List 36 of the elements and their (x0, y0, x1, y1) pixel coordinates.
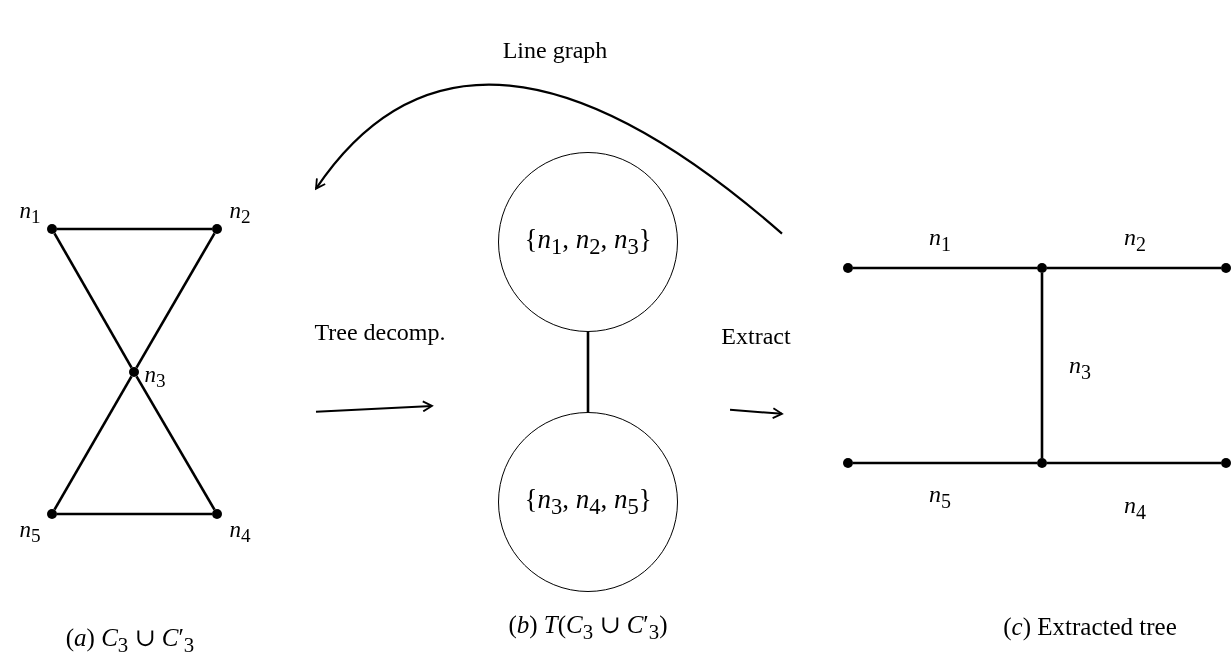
arrow (315, 84, 783, 235)
arrow (315, 400, 433, 413)
graph-edge (853, 461, 1037, 465)
vertex-dot (212, 509, 222, 519)
figure-caption: (b) T(C$_{3}$ ∪ C′$_{3}$) (508, 609, 668, 645)
graph-edge (1040, 273, 1044, 458)
vertex-label: n$_{4}$ (229, 516, 251, 548)
graph-edge (1047, 461, 1221, 465)
vertex-label: n$_{5}$ (19, 516, 41, 548)
bag-label: {n$_{1}$, n$_{2}$, n$_{3}$} (524, 223, 652, 261)
vertex-dot (1037, 263, 1047, 273)
vertex-dot (1221, 263, 1231, 273)
vertex-dot (47, 509, 57, 519)
graph-edge (57, 227, 212, 231)
vertex-dot (212, 224, 222, 234)
vertex-label: n$_{3}$ (144, 361, 166, 393)
vertex-label: n$_{1}$ (19, 197, 41, 229)
vertex-dot (1037, 458, 1047, 468)
vertex-dot (843, 263, 853, 273)
vertex-dot (129, 367, 139, 377)
figure-caption: (c) Extracted tree (1003, 613, 1177, 641)
graph-edge (1047, 266, 1221, 270)
graph-edge (853, 266, 1037, 270)
arrow (729, 407, 783, 420)
vertex-dot (843, 458, 853, 468)
figure-caption: (a) C$_{3}$ ∪ C′$_{3}$ (65, 622, 195, 657)
graph-edge (53, 232, 133, 369)
bag-label: {n$_{3}$, n$_{4}$, n$_{5}$} (524, 483, 652, 521)
vertex-dot (1221, 458, 1231, 468)
graph-edge (135, 232, 216, 369)
graph-edge (57, 512, 212, 516)
vertex-label: n$_{2}$ (229, 197, 251, 229)
vertex-dot (47, 224, 57, 234)
graph-edge (135, 375, 216, 511)
graph-edge (53, 375, 133, 511)
graph-edge (586, 332, 590, 412)
